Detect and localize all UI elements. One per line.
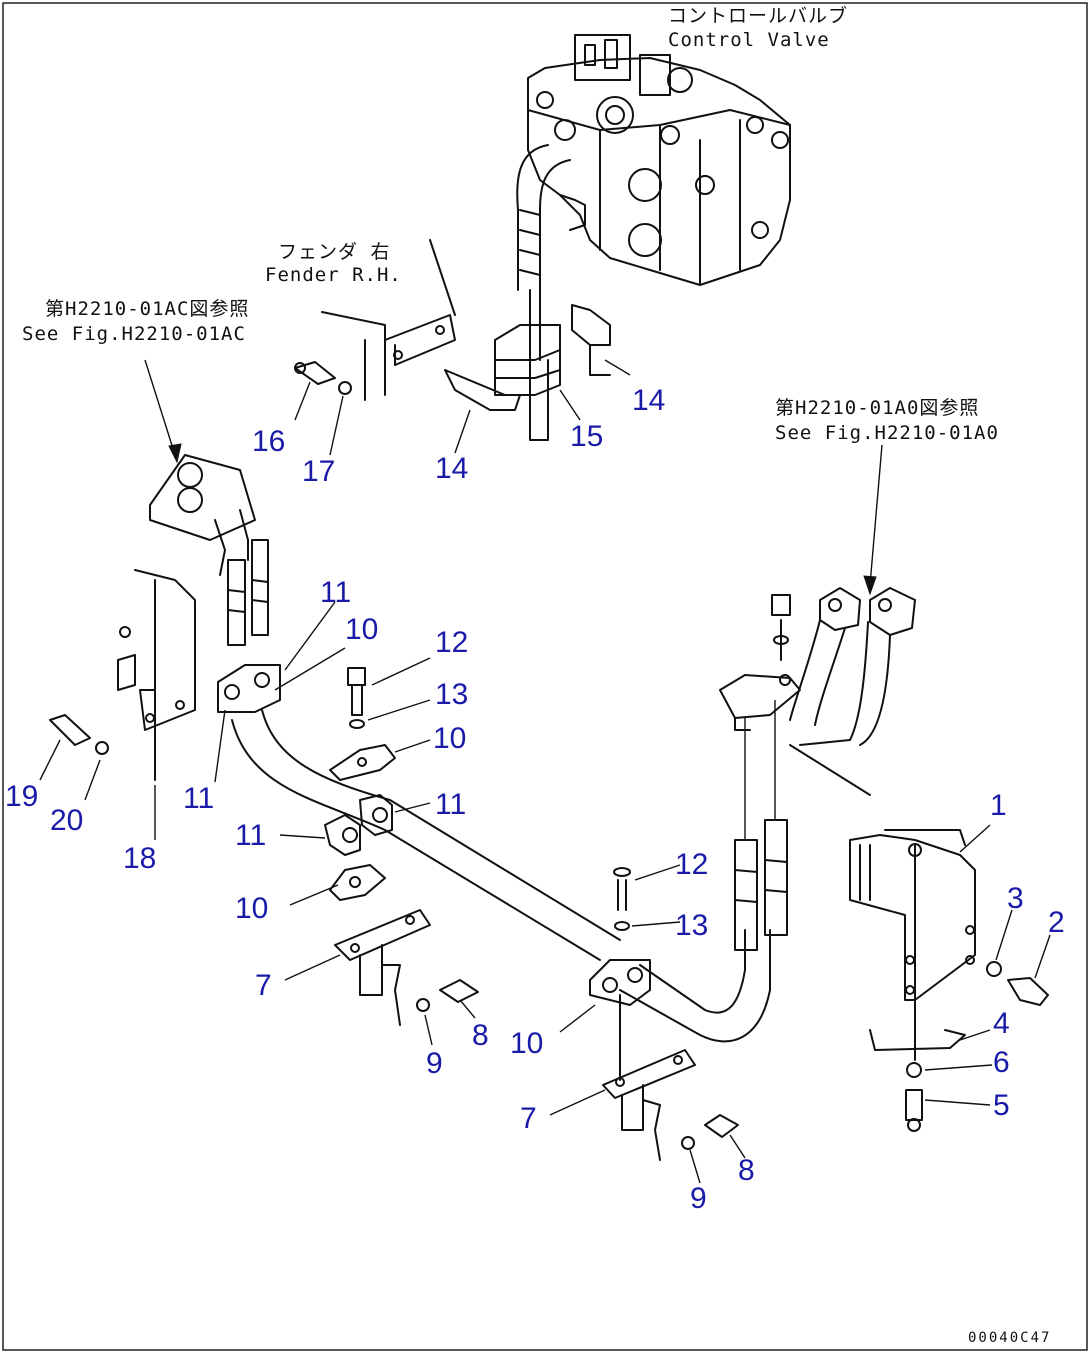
drawing-number: 00040C47 [968, 1330, 1051, 1346]
clamp-10-top [329, 744, 396, 781]
callout-14-left: 14 [435, 452, 468, 485]
fender-rh [321, 239, 521, 411]
callout-17: 17 [302, 455, 335, 488]
callout-1: 1 [990, 789, 1007, 822]
bracket-14-right [571, 304, 611, 376]
callout-13-a: 13 [435, 678, 468, 711]
callout-6: 6 [993, 1046, 1010, 1079]
callout-10-a: 10 [345, 613, 378, 646]
callout-12-a: 12 [435, 626, 468, 659]
control-valve-jp-label: コントロールバルブ [668, 4, 848, 27]
callout-11-c: 11 [435, 788, 466, 821]
callout-11-a: 11 [320, 576, 351, 609]
right-connector-block [789, 587, 916, 746]
see-fig-left-en: See Fig.H2210-01AC [22, 323, 246, 345]
see-fig-left-jp: 第H2210-01AC図参照 [45, 298, 249, 320]
bracket-1 [849, 829, 976, 1061]
right-hoses [734, 700, 871, 951]
washer-17 [338, 381, 352, 395]
clamp-10-center [589, 959, 651, 1006]
control-valve-en-label: Control Valve [668, 29, 830, 51]
callout-10-b: 10 [433, 722, 466, 755]
bolt-5 [905, 1089, 923, 1132]
clamp-10-bottom [329, 864, 386, 901]
bolt-8-left [439, 979, 479, 1003]
right-clamp [719, 594, 801, 731]
callout-12-b: 12 [675, 848, 708, 881]
valve-hose [516, 144, 571, 441]
bracket-7-left [334, 909, 431, 1026]
washer-13-center [614, 921, 630, 931]
callout-19: 19 [5, 780, 38, 813]
bolt-16 [294, 361, 336, 385]
callout-11-d: 11 [235, 819, 266, 852]
bolt-8-right [704, 1114, 739, 1138]
control-valve [527, 34, 791, 286]
callout-9-right: 9 [690, 1182, 707, 1215]
bracket-7-right [602, 994, 696, 1161]
callout-14-right: 14 [632, 384, 665, 417]
callout-8-left: 8 [472, 1019, 489, 1052]
bolt-12-center [613, 867, 631, 911]
callout-5: 5 [993, 1089, 1010, 1122]
fender-en-label: Fender R.H. [265, 264, 402, 286]
callouts: 1 2 3 4 5 6 7 7 8 8 9 9 10 10 10 10 11 1… [5, 384, 1065, 1215]
callout-10-c: 10 [235, 892, 268, 925]
callout-15: 15 [570, 420, 603, 453]
callout-11-b: 11 [183, 782, 214, 815]
leader-lines [39, 359, 1051, 1184]
washer-3 [986, 961, 1002, 977]
washer-6 [906, 1062, 922, 1078]
washer-20 [95, 741, 109, 755]
callout-20: 20 [50, 804, 83, 837]
bracket-18 [117, 569, 196, 781]
washer-9-right [681, 1136, 695, 1150]
washer-9-left [416, 998, 430, 1012]
washer-13-left [349, 719, 365, 729]
see-fig-right-en: See Fig.H2210-01A0 [775, 422, 999, 444]
bolt-19 [49, 714, 91, 746]
callout-3: 3 [1007, 882, 1024, 915]
clamp-11-upper [217, 664, 281, 713]
callout-7-left: 7 [255, 969, 272, 1002]
callout-13-b: 13 [675, 909, 708, 942]
clamp-15 [494, 324, 561, 396]
callout-16: 16 [252, 425, 285, 458]
callout-10-d: 10 [510, 1027, 543, 1060]
plate-4 [869, 1029, 966, 1051]
bolt-12-left [347, 667, 366, 716]
callout-18: 18 [123, 842, 156, 875]
bolt-2 [1007, 977, 1049, 1006]
fender-jp-label: フェンダ 右 [278, 241, 390, 263]
callout-7-right: 7 [520, 1102, 537, 1135]
left-valve-block [149, 454, 269, 646]
see-fig-right-jp: 第H2210-01A0図参照 [775, 397, 979, 419]
clamp-11-middle [324, 794, 393, 856]
callout-4: 4 [993, 1007, 1010, 1040]
callout-8-right: 8 [738, 1154, 755, 1187]
callout-2: 2 [1048, 906, 1065, 939]
callout-9-left: 9 [426, 1047, 443, 1080]
